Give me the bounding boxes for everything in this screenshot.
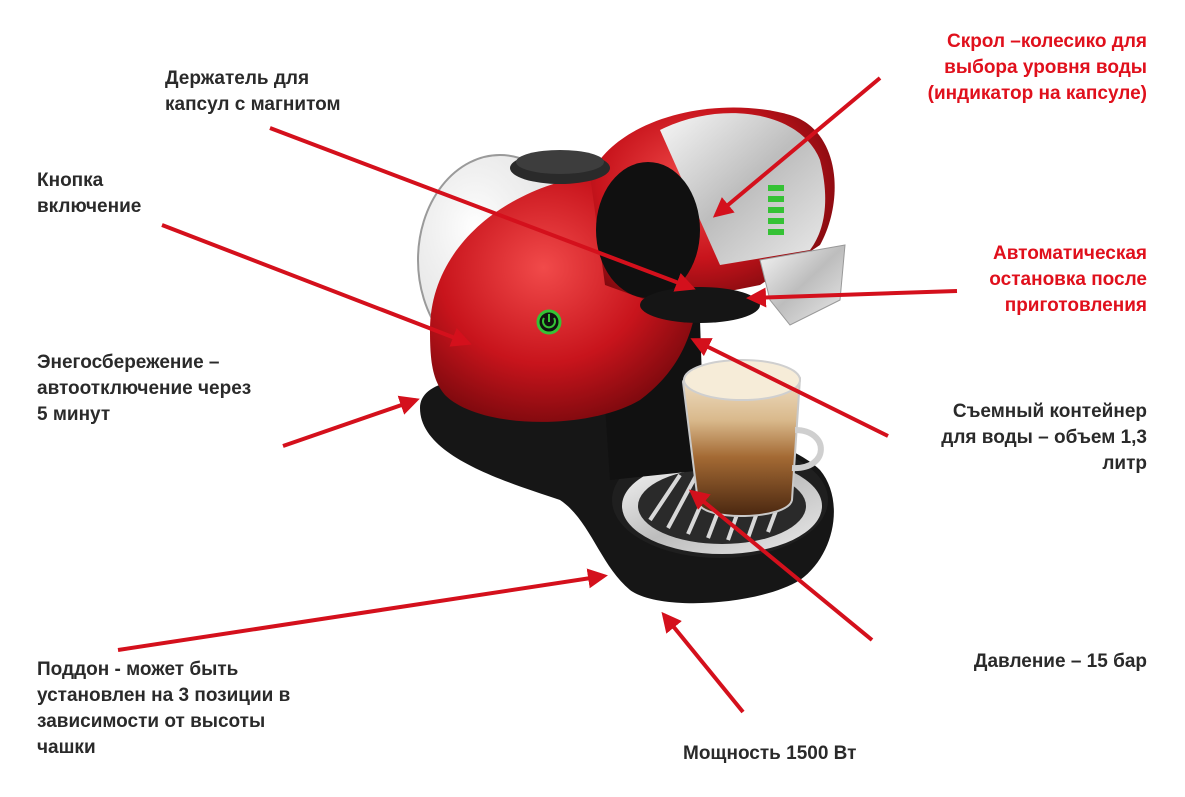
label-energy-saving: Энегосбережение – автоотключение через 5… — [37, 352, 252, 425]
arrow-tray — [117, 568, 608, 652]
callout-arrows — [117, 76, 958, 714]
arrow-power — [661, 611, 745, 714]
arrow-pressure — [688, 489, 874, 642]
label-water-tank: Съемный контейнер для воды – объем 1,3 л… — [941, 401, 1147, 474]
capsule-holder-lid — [510, 150, 610, 184]
power-button-icon — [536, 309, 562, 335]
label-pressure: Давление – 15 бар — [973, 651, 1147, 672]
label-auto-stop: Автоматическая остановка после приготовл… — [989, 243, 1147, 316]
coffee-cup — [681, 359, 824, 517]
arrow-energy-saving — [282, 395, 420, 448]
arrow-scroll-wheel — [712, 76, 882, 218]
label-power: Мощность 1500 Вт — [683, 743, 857, 764]
label-tray: Поддон - может быть установлен на 3 пози… — [37, 659, 291, 758]
water-level-indicator — [768, 185, 784, 235]
auto-stop-lever — [759, 244, 846, 326]
label-capsule-holder: Держатель для капсул с магнитом — [165, 68, 341, 115]
arrow-power-button — [161, 223, 472, 347]
label-scroll-wheel: Скрол –колесико для выбора уровня воды (… — [927, 31, 1147, 104]
arrow-water-tank — [690, 338, 889, 438]
label-power-button: Кнопка включение — [37, 170, 142, 217]
arrow-auto-stop — [746, 287, 958, 308]
arrow-capsule-holder — [269, 126, 696, 292]
machine-head — [590, 107, 835, 323]
